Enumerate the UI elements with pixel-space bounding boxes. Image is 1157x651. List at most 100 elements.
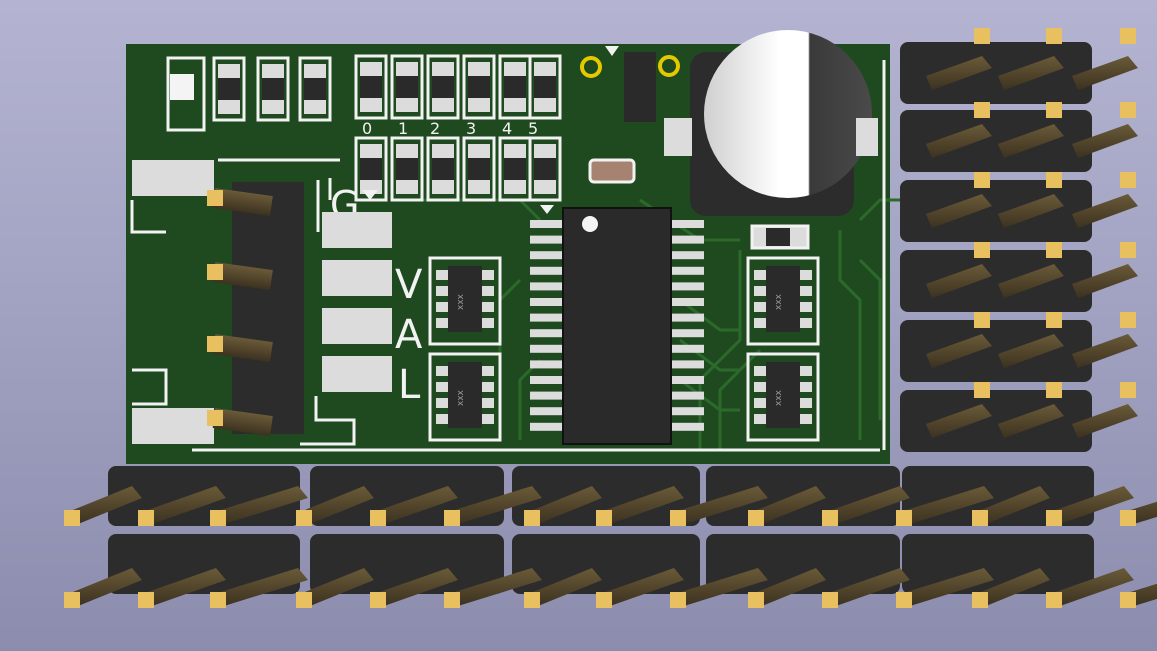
chip-pad (754, 318, 768, 328)
electrolytic-capacitor (664, 30, 878, 216)
channel-label-1: 1 (398, 119, 408, 138)
chip-pad (754, 366, 768, 376)
ic-pin (530, 220, 564, 228)
bottom-header-pin-shaft (674, 486, 768, 524)
smd-cap-center (588, 158, 636, 184)
right-header-pin-tip (1046, 312, 1062, 328)
header-pin-shaft (212, 408, 273, 436)
smd-outline (212, 56, 246, 122)
chip-pad (436, 270, 450, 280)
right-header-pin-shaft (1072, 404, 1138, 438)
ic-pin (530, 360, 564, 369)
chip-pad (754, 302, 768, 312)
bottom-header-pin-shaft (68, 568, 142, 606)
bottom-header-pin-tip (64, 510, 80, 526)
channel-label-0: 0 (362, 119, 372, 138)
right-header-pin-tip (1120, 382, 1136, 398)
bottom-header-pin-tip (596, 592, 612, 608)
smd-body (360, 76, 382, 98)
smd-body (396, 76, 418, 98)
ic-pin (670, 391, 704, 400)
chip-pad (798, 398, 812, 408)
header-pin-shaft (212, 334, 273, 362)
silkscreen-outline (132, 368, 168, 406)
smd-pad (432, 62, 454, 78)
right-header-body (900, 390, 1092, 452)
via-ring-left (580, 56, 602, 78)
chip-pad (754, 414, 768, 424)
bottom-header-pin-shaft (448, 486, 542, 524)
right-header-pin-tip (1120, 242, 1136, 258)
bottom-header-pin-shaft (214, 568, 308, 606)
chip-pad (480, 398, 494, 408)
silkscreen-outline (130, 200, 166, 234)
header-pin-shaft (212, 262, 273, 290)
right-header-pin-tip (1046, 172, 1062, 188)
smd-body (262, 78, 284, 100)
via-ring-right (658, 55, 680, 77)
right-header-pin-shaft (998, 56, 1064, 90)
bottom-header-pin-shaft (900, 568, 994, 606)
chip-pad (480, 366, 494, 376)
bottom-header-pin-tip (1046, 510, 1062, 526)
ic-pin (530, 407, 564, 416)
bottom-header-pin-tip (296, 592, 312, 608)
smd-pad (360, 96, 382, 112)
bottom-header-pin-shaft (142, 568, 226, 606)
smd-outline (256, 56, 290, 122)
bottom-header-pin-tip (822, 510, 838, 526)
chip-pad (436, 286, 450, 296)
chip-pad (480, 318, 494, 328)
label-pad-v (322, 260, 392, 296)
bottom-header-pin-shaft (752, 486, 826, 524)
bottom-header-pin-tip (972, 592, 988, 608)
left-pad-bottom (132, 408, 214, 444)
right-header-pin-tip (1046, 242, 1062, 258)
smd-pad (218, 98, 240, 114)
smd-outline (528, 136, 562, 202)
smd-pad (432, 178, 454, 194)
ic-pin (530, 235, 564, 244)
label-pad-l (322, 356, 392, 392)
smd-pad (396, 178, 418, 194)
header-pin-tip (207, 190, 223, 206)
right-header-body (900, 250, 1092, 312)
bottom-header-pin-shaft (900, 486, 994, 524)
smd-body (396, 158, 418, 180)
ic-pin (530, 313, 564, 322)
bottom-header-pin-tip (138, 510, 154, 526)
bottom-header-body (512, 534, 700, 594)
ic-pin (670, 251, 704, 260)
orientation-marker-g (362, 190, 378, 200)
capacitor-can (704, 30, 872, 198)
right-header-pin-tip (1046, 382, 1062, 398)
chip-pad (480, 302, 494, 312)
right-header-pin-shaft (926, 404, 992, 438)
right-header-body (900, 320, 1092, 382)
right-header-pin-tip (974, 312, 990, 328)
right-pin-headers (900, 28, 1138, 452)
smd-pad (432, 96, 454, 112)
ic-pin (530, 329, 564, 338)
right-header-pin-shaft (1072, 56, 1138, 90)
bottom-header-pin-shaft (300, 568, 374, 606)
bottom-header-pin-shaft (528, 568, 602, 606)
smd-outline (426, 136, 460, 202)
smd-pad (504, 96, 526, 112)
bottom-header-pin-tip (972, 510, 988, 526)
bottom-header-pin-tip (64, 592, 80, 608)
right-header-body (900, 42, 1092, 104)
right-header-pin-shaft (926, 334, 992, 368)
smd-outline (426, 54, 460, 120)
right-header-pin-shaft (1072, 124, 1138, 158)
ic-pin (530, 298, 564, 306)
chip-pad (436, 398, 450, 408)
bottom-header-pin-tip (822, 592, 838, 608)
chip-marking: xxx (774, 293, 784, 310)
chip-marking: xxx (774, 389, 784, 406)
silkscreen-outline (300, 396, 356, 446)
channel-labels: 0 1 2 3 4 5 (362, 119, 538, 138)
bottom-header-pin-shaft (1050, 568, 1134, 606)
smd-pad (534, 144, 556, 160)
